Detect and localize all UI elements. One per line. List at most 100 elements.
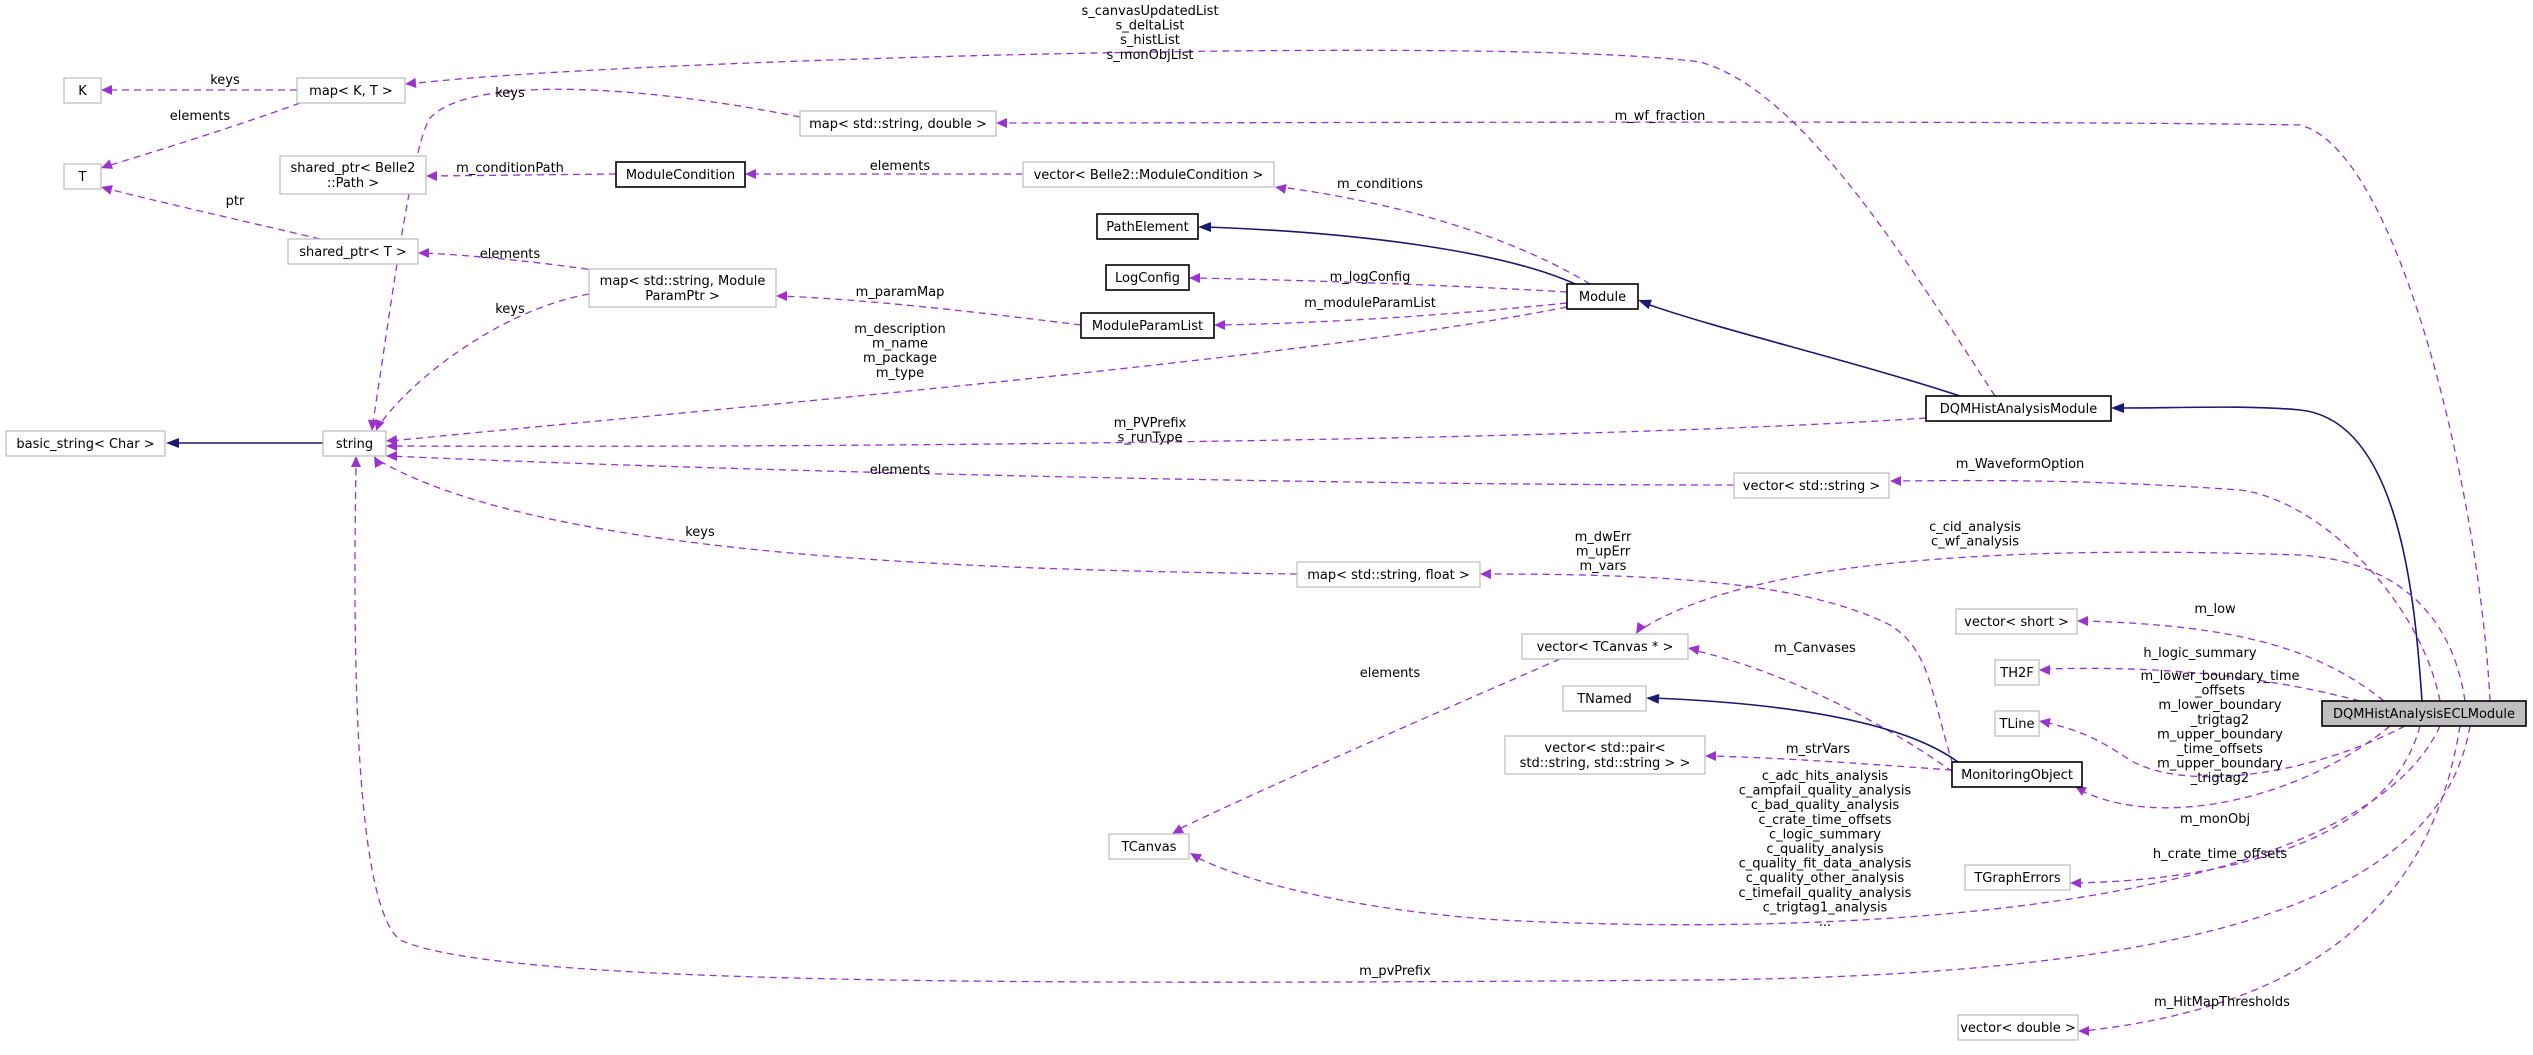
usage-line [377, 459, 1298, 575]
edge-label: m_strVars [1786, 742, 1851, 757]
class-name: map< std::string, Module [600, 274, 766, 289]
arrowhead [1198, 222, 1211, 232]
edge-label: m_wf_fraction [1615, 109, 1706, 124]
class-box [1080, 312, 1215, 339]
class-name: T [78, 170, 87, 185]
class-box [1955, 608, 2078, 635]
class-node-ModuleParamList[interactable]: ModuleParamList [1080, 312, 1215, 339]
edge-label: keys [210, 73, 240, 88]
edge-Module-ModuleParamList: m_moduleParamList [1214, 296, 1568, 330]
edge-mapKT-K: keys [101, 73, 297, 95]
class-name: TGraphErrors [1973, 871, 2061, 886]
class-node-vecShort[interactable]: vector< short > [1955, 608, 2078, 635]
edge-DQMHist-mapKT: s_canvasUpdatedLists_deltaLists_histList… [405, 4, 1996, 397]
class-name: ::Path > [327, 176, 379, 191]
class-node-ModuleCondition[interactable]: ModuleCondition [615, 161, 746, 188]
arrowhead [2077, 616, 2088, 626]
arrowhead [2075, 786, 2087, 796]
usage-line [389, 306, 1568, 442]
edge-label: _offsets [2194, 684, 2245, 699]
edge-label: m_pvPrefix [1359, 964, 1431, 979]
class-name: vector< std::string > [1743, 479, 1880, 494]
class-node-mapKT[interactable]: map< K, T > [296, 77, 406, 104]
edge-ECL-TGraphErrors: h_crate_time_offsets [2070, 725, 2421, 888]
class-node-mapStrDouble[interactable]: map< std::string, double > [799, 110, 997, 137]
arrowhead [374, 456, 384, 468]
edge-label: keys [495, 302, 525, 317]
arrowhead [1638, 299, 1652, 310]
class-box [1994, 659, 2040, 686]
class-node-TCanvas[interactable]: TCanvas [1108, 833, 1190, 860]
edge-label: keys [685, 525, 715, 540]
edge-ECL-string: m_pvPrefix [351, 456, 2471, 983]
edge-label: elements [480, 247, 541, 262]
class-node-vecTCanvas[interactable]: vector< TCanvas * > [1521, 633, 1689, 660]
class-node-sharedPath[interactable]: shared_ptr< Belle2::Path > [279, 155, 427, 195]
edge-mapStrDouble-string: keys [367, 86, 801, 431]
edge-label: m_HitMapThresholds [2154, 995, 2290, 1010]
class-name: ParamPtr > [645, 289, 720, 304]
edge-label: s_canvasUpdatedList [1081, 4, 1218, 19]
class-node-PathElement[interactable]: PathElement [1096, 213, 1199, 240]
inheritance-line [1204, 226, 1576, 285]
class-name: string [336, 437, 373, 452]
edge-label: m_dwErr [1575, 530, 1632, 545]
usage-line [1692, 649, 1954, 773]
usage-line [2043, 721, 2406, 778]
class-node-vecModCond[interactable]: vector< Belle2::ModuleCondition > [1022, 161, 1275, 188]
arrowhead [1646, 693, 1660, 704]
edge-label: c_bad_quality_analysis [1751, 798, 1899, 813]
class-node-mapStrFloat[interactable]: map< std::string, float > [1296, 561, 1481, 588]
edge-label: s_monObjList [1107, 48, 1194, 63]
arrowhead [351, 456, 361, 467]
edge-label: s_histList [1120, 33, 1180, 48]
arrowhead [101, 159, 113, 169]
class-node-T[interactable]: T [63, 163, 102, 190]
class-node-vecPair[interactable]: vector< std::pair<std::string, std::stri… [1504, 735, 1706, 775]
class-node-TLine[interactable]: TLine [1994, 710, 2040, 737]
arrowhead [1688, 645, 1700, 655]
edge-label: m_vars [1580, 559, 1627, 574]
class-node-MonitoringObject[interactable]: MonitoringObject [1951, 761, 2083, 788]
class-node-ECL[interactable]: DQMHistAnalysisECLModule [2321, 700, 2527, 727]
usage-line [781, 295, 1082, 326]
edge-label: h_crate_time_offsets [2153, 847, 2287, 862]
class-node-string[interactable]: string [322, 430, 387, 457]
edge-label: m_name [872, 337, 928, 352]
class-node-basicString[interactable]: basic_string< Char > [5, 430, 166, 457]
usage-line [389, 455, 1735, 486]
arrowhead [386, 441, 397, 451]
arrowhead [776, 291, 787, 301]
arrowhead [1705, 751, 1716, 761]
class-node-TGraphErrors[interactable]: TGraphErrors [1964, 864, 2071, 891]
usage-line [371, 88, 801, 429]
class-node-TNamed[interactable]: TNamed [1562, 685, 1647, 712]
class-box [1733, 472, 1890, 499]
usage-line [1894, 479, 2441, 702]
usage-line [100, 186, 321, 240]
edge-string-basicString [166, 438, 323, 448]
class-node-vecDouble[interactable]: vector< double > [1957, 1014, 2079, 1041]
class-node-LogConfig[interactable]: LogConfig [1105, 264, 1190, 291]
arrowhead [101, 185, 113, 195]
class-node-TH2F[interactable]: TH2F [1994, 659, 2040, 686]
edge-label: m_WaveformOption [1956, 457, 2085, 472]
class-node-K[interactable]: K [63, 77, 102, 104]
class-node-vecStr[interactable]: vector< std::string > [1733, 472, 1890, 499]
edge-ModuleParamList-mapParam: m_paramMap [776, 285, 1082, 326]
edge-label: m_monObj [2180, 812, 2250, 827]
edge-DQMHist-Module [1638, 299, 1961, 397]
class-name: vector< double > [1960, 1021, 2076, 1036]
class-node-Module[interactable]: Module [1566, 283, 1639, 310]
edge-ModuleCondition-sharedPath: m_conditionPath [426, 161, 617, 181]
class-name: MonitoringObject [1961, 768, 2073, 783]
edge-label: s_runType [1118, 431, 1183, 446]
usage-line [1484, 573, 1954, 766]
class-node-sharedT[interactable]: shared_ptr< T > [287, 238, 419, 265]
edge-label: m_upper_boundary [2157, 757, 2283, 772]
class-name: TCanvas [1121, 840, 1177, 855]
edge-label: m_logConfig [1330, 270, 1411, 285]
class-node-DQMHistAnalysisModule[interactable]: DQMHistAnalysisModule [1925, 395, 2112, 422]
